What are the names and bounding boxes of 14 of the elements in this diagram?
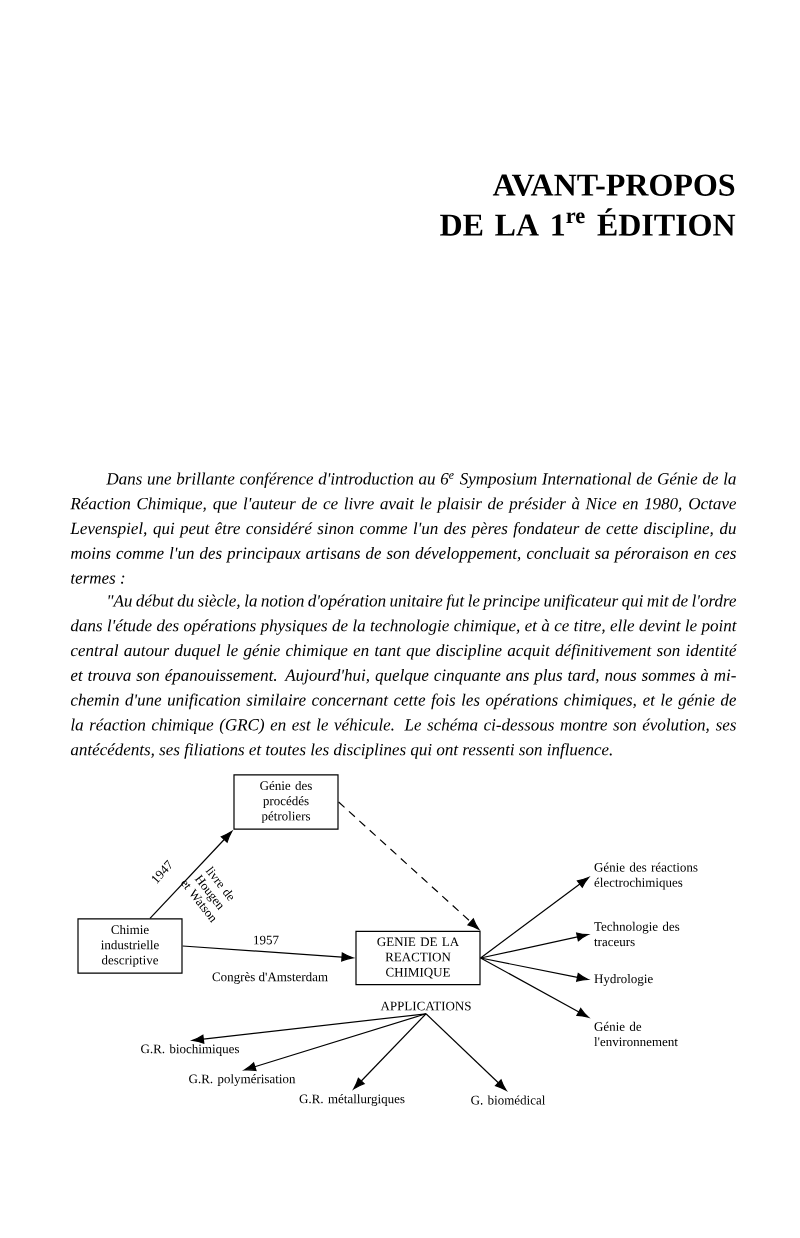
arrow bbox=[353, 1013, 427, 1090]
arrow bbox=[480, 876, 590, 959]
arrow bbox=[338, 801, 480, 930]
arrow bbox=[182, 945, 354, 962]
arrow bbox=[149, 831, 233, 919]
arrow bbox=[192, 1013, 427, 1044]
title: AVANT-PROPOS DE LA 1$^{re}$ ÉDITION bbox=[440, 174, 736, 236]
arrow bbox=[243, 1013, 427, 1072]
arrow bbox=[480, 932, 589, 959]
paragraph: Dans une brillante conférence d'introduction au 6$^{e}$ Symposium International de Génie de la Réaction Chimique, que l'auteur de ce livre avait le plaisir de présider à Nice en 1980, Octave Levenspiel, qui peut être considéré sinon comme l'un des pères fondateur de cette discipline, du moins comme l'un des principaux artisans de son développement, concluait sa péroraison en ces termes : bbox=[70, 472, 737, 584]
arrow bbox=[425, 1013, 507, 1091]
paragraph: "Au début du siècle, la notion d'opération unitaire fut le principe unificateur qui mit de l'ordre dans l'étude des opérations physiques de la technologie chimique, et à ce titre, elle devint le point central autour duquel le génie chimique en tant que discipline acquit définitivement son identité et trouva son épanouissement. Aujourd'hui, quelque cinquante ans plus tard, nous sommes à mi-chemin d'une unification similaire concernant cette fois les opérations chimiques, et le génie de la réaction chimique (GRC) en est le véhicule. Le schéma ci-dessous montre son évolution, ses antécédents, ses filiations et toutes les disciplines qui ont ressenti son influence. bbox=[70, 594, 738, 759]
arrow bbox=[480, 957, 589, 982]
arrow bbox=[480, 957, 589, 1018]
